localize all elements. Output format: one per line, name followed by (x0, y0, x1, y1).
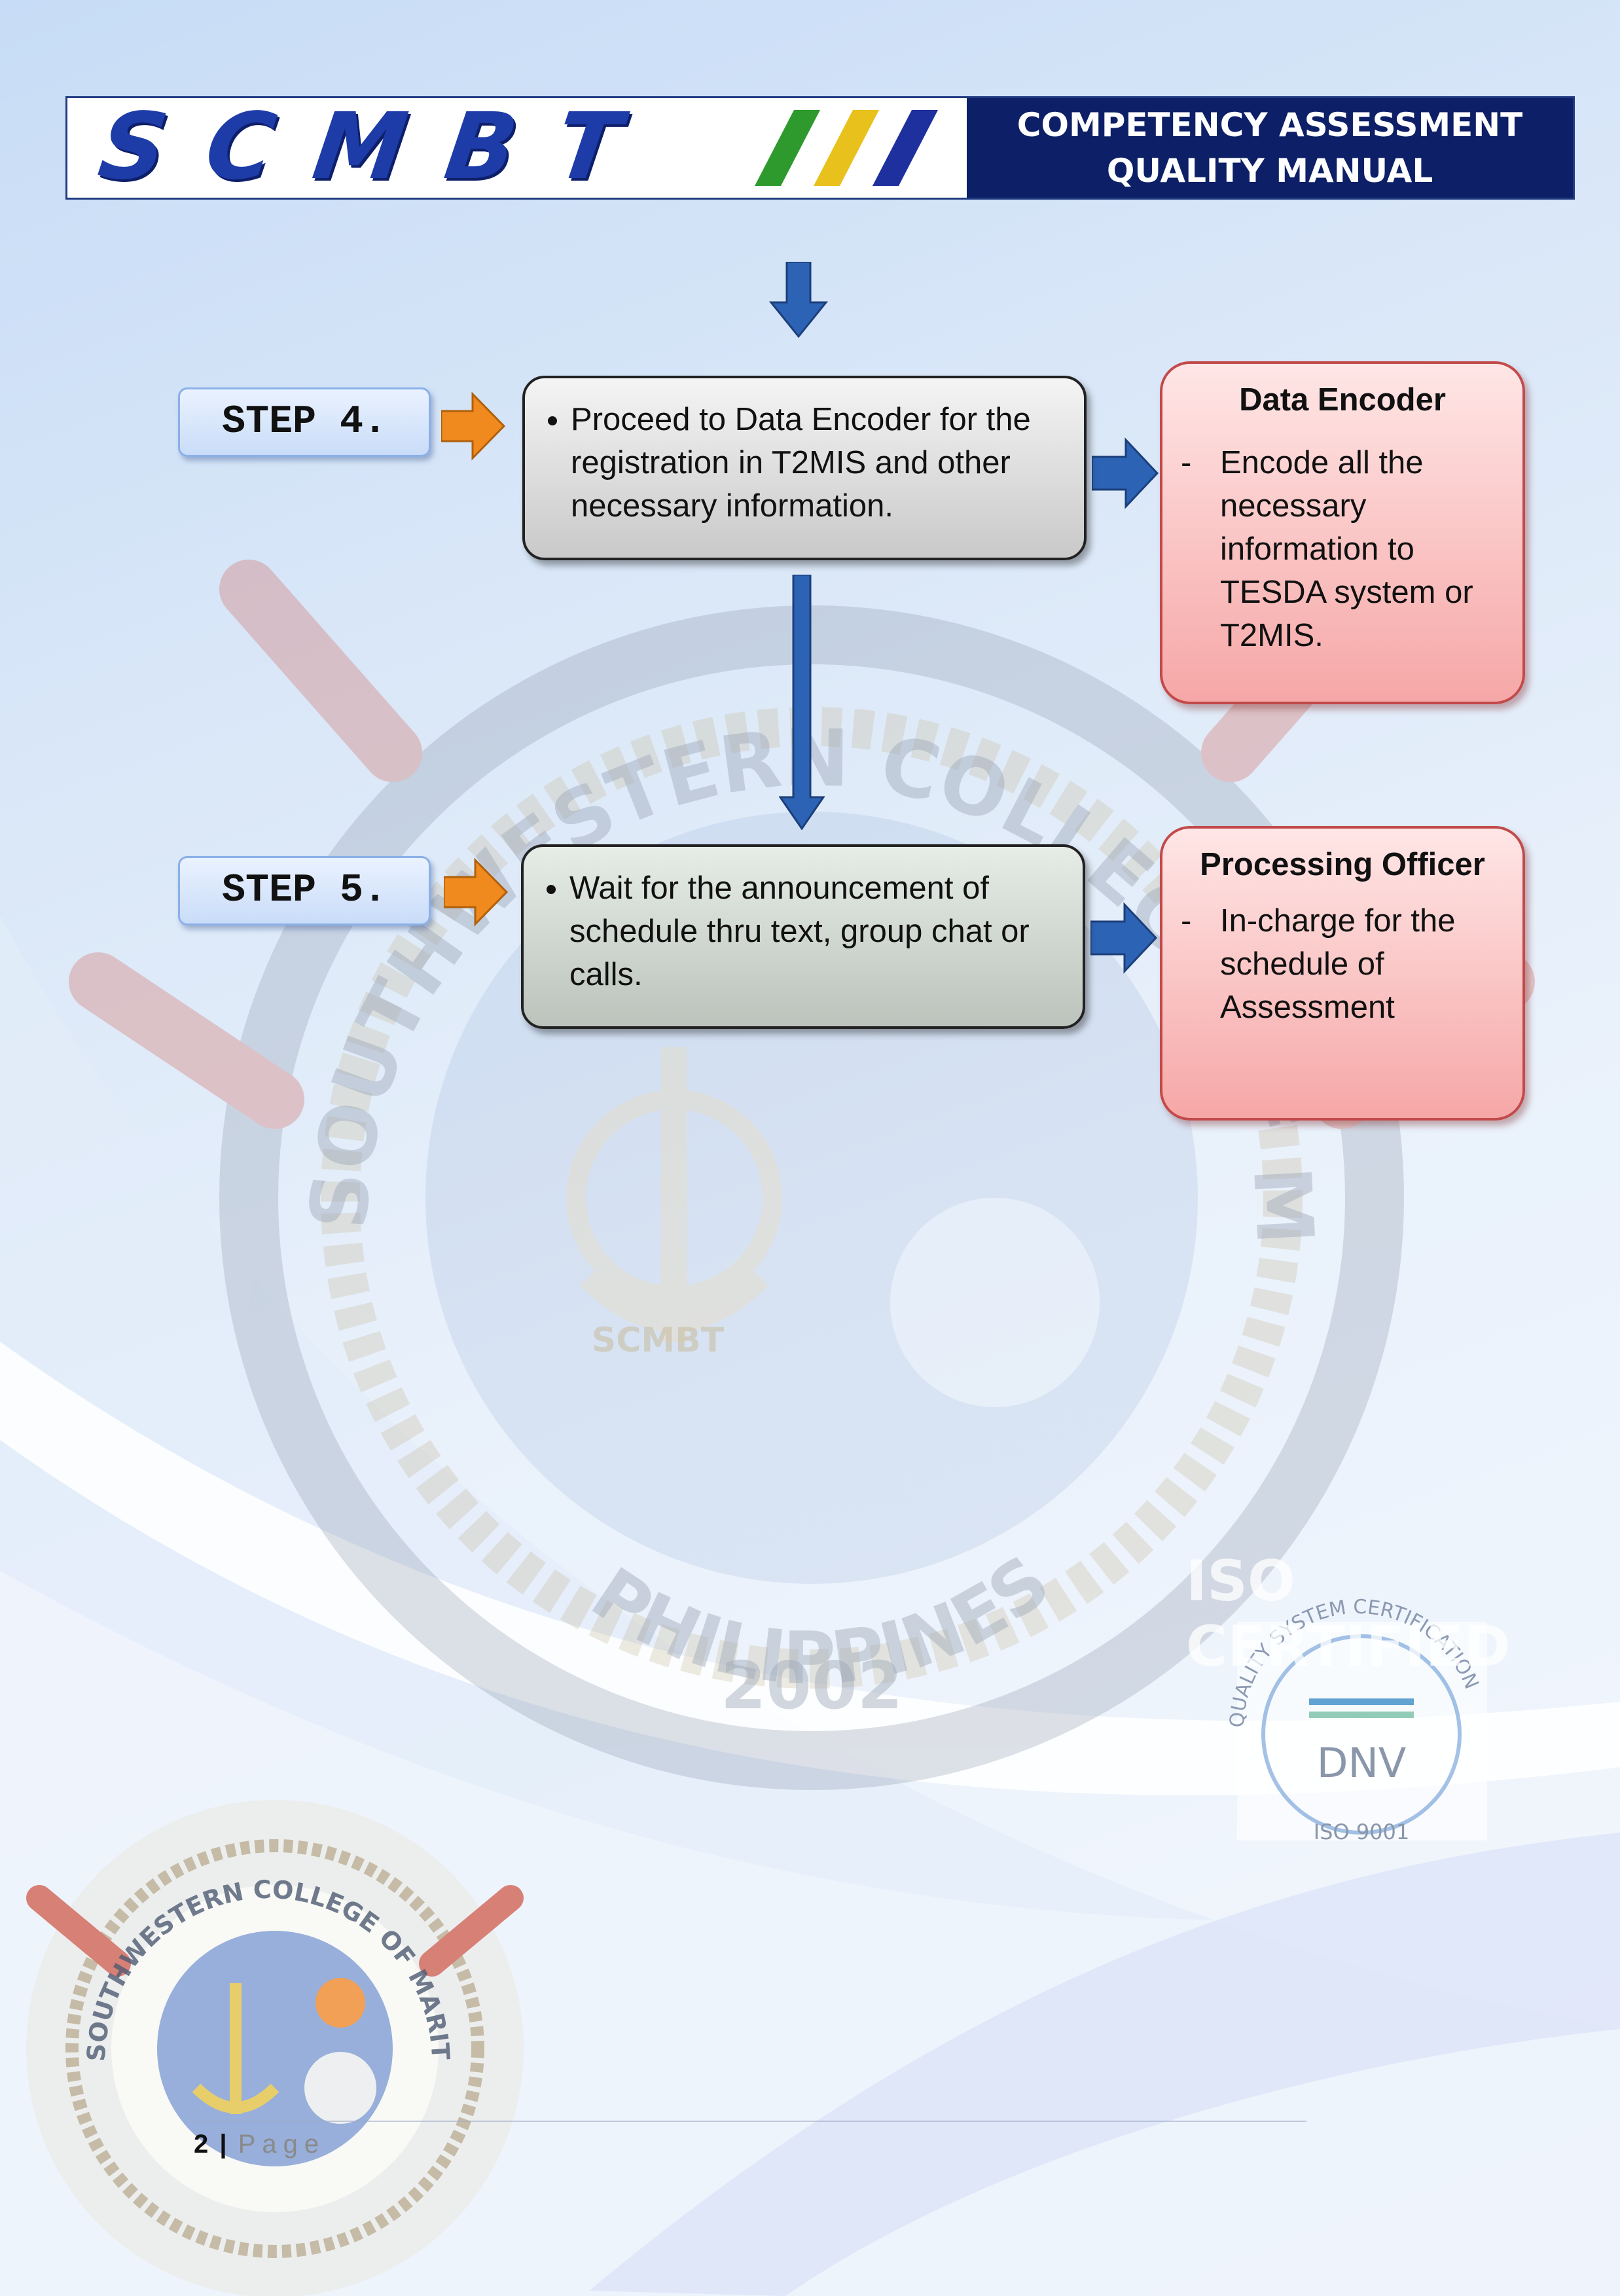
title-line-2: QUALITY MANUAL (1106, 152, 1433, 190)
page-footer: 2 | Page (194, 2130, 325, 2159)
dash-bullet: - (1181, 903, 1192, 939)
wave-purple (589, 1833, 1620, 2296)
orange-arrow-icon (444, 857, 509, 927)
iso-certified-title: ISO CERTIFIED (1186, 1549, 1511, 1679)
seal-year: 2002 (721, 1647, 903, 1724)
processing-officer-box: Processing Officer - In-charge for the s… (1160, 826, 1525, 1121)
role-title: Data Encoder (1239, 382, 1446, 418)
page-separator: | (219, 2130, 227, 2159)
scmbt-logo: SCMBT (92, 94, 668, 200)
role-description-text: Encode all the necessary information to … (1220, 445, 1473, 653)
seal-anchor-text: SCMBT (592, 1321, 725, 1360)
orange-arrow-icon (441, 391, 506, 461)
footer-divider (194, 2121, 1306, 2122)
role-title: Processing Officer (1200, 847, 1485, 882)
data-encoder-box: Data Encoder - Encode all the necessary … (1160, 361, 1525, 704)
logo-area: SCMBT (67, 94, 967, 200)
step-5-action-text: Wait for the announcement of schedule th… (569, 867, 1063, 996)
role-description: - In-charge for the schedule of Assessme… (1162, 899, 1522, 1029)
arrow-down-long-icon (779, 575, 825, 830)
document-header: SCMBT COMPETENCY ASSESSMENT QUALITY MANU… (65, 94, 1575, 200)
arrow-right-icon (1092, 437, 1159, 509)
page-number: 2 (194, 2130, 209, 2159)
role-description: - Encode all the necessary information t… (1162, 441, 1522, 657)
step-4-label: STEP 4. (178, 387, 431, 457)
dash-bullet: - (1181, 445, 1192, 480)
document-title: COMPETENCY ASSESSMENT QUALITY MANUAL (967, 98, 1573, 198)
arrow-right-icon (1090, 902, 1158, 974)
iso-mark-text: DNV (1317, 1739, 1407, 1787)
iso-standard-text: ISO 9001 (1314, 1820, 1410, 1844)
role-description-text: In-charge for the schedule of Assessment (1220, 903, 1456, 1025)
step-4-action-box: Proceed to Data Encoder for the registra… (522, 376, 1087, 560)
small-seal-logo (26, 1800, 524, 2296)
logo-stripes-icon (755, 110, 938, 186)
arrow-down-icon (768, 262, 829, 338)
title-line-1: COMPETENCY ASSESSMENT (1017, 106, 1523, 144)
page-word: Page (238, 2130, 326, 2159)
iso-certified-mark (1237, 1622, 1487, 1840)
step-4-action-text: Proceed to Data Encoder for the registra… (571, 398, 1064, 528)
step-5-action-box: Wait for the announcement of schedule th… (521, 844, 1085, 1029)
step-5-label: STEP 5. (178, 856, 431, 925)
